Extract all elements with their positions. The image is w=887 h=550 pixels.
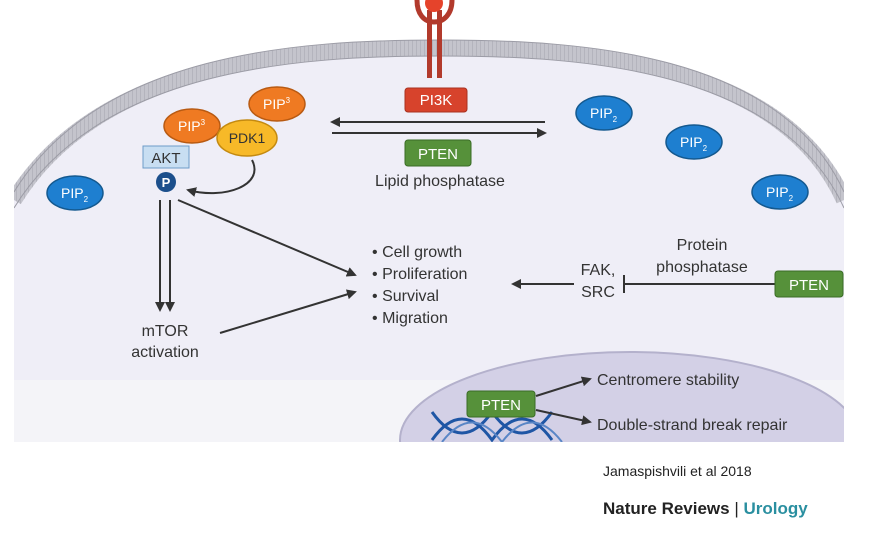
- pip2-sub: 2: [613, 115, 618, 124]
- journal-name: Nature Reviews: [603, 499, 730, 518]
- nucleus: [399, 351, 844, 442]
- pip2-sub: 2: [789, 194, 794, 203]
- mtor-line1: mTOR: [142, 323, 189, 340]
- phosphate-circle: P: [156, 172, 176, 192]
- pdk1-label: PDK1: [229, 130, 266, 146]
- pi3k-box: PI3K: [404, 87, 468, 113]
- pip2-molecule: PIP2: [575, 95, 633, 131]
- outcome-item: Migration: [382, 310, 448, 327]
- pip2-sub: 2: [84, 195, 89, 204]
- akt-label: AKT: [151, 150, 180, 167]
- arrow-pdk1-to-akt: [186, 159, 256, 197]
- outcome-bullet: •: [372, 244, 378, 261]
- svg-text:PIP2: PIP2: [680, 134, 708, 153]
- pip2-text: PIP: [766, 184, 789, 200]
- pten-lipid-label: PTEN: [418, 146, 458, 163]
- receptor: [414, 0, 455, 78]
- pip2-molecule: PIP2: [665, 124, 723, 160]
- phosphatase-label: phosphatase: [656, 259, 748, 276]
- centromere-stability-label: Centromere stability: [597, 372, 739, 389]
- pip3-sub: 3: [201, 118, 206, 127]
- akt-box: AKT: [142, 145, 190, 169]
- pip2-molecule: PIP2: [751, 174, 809, 210]
- pip3-sub: 3: [286, 96, 291, 105]
- svg-text:PIP2: PIP2: [590, 105, 618, 124]
- pip3-molecule: PIP3: [163, 108, 221, 144]
- outcome-item: Survival: [382, 288, 439, 305]
- svg-text:PIP3: PIP3: [263, 96, 291, 112]
- outcome-item: Cell growth: [382, 244, 462, 261]
- svg-text:PIP2: PIP2: [61, 185, 89, 204]
- lipid-phosphatase-label: Lipid phosphatase: [375, 173, 505, 190]
- svg-text:Nature Reviews | Urolo: Nature Reviews | Urology: [603, 499, 808, 518]
- src-label: SRC: [581, 284, 615, 301]
- pip2-text: PIP: [680, 134, 703, 150]
- pten-protein-box: PTEN: [774, 270, 844, 298]
- outcome-bullet: •: [372, 310, 378, 327]
- journal-separator: |: [734, 499, 738, 518]
- pip3-text: PIP: [263, 96, 286, 112]
- outcomes-list: • Cell growth • Proliferation • Survival…: [372, 244, 467, 327]
- outcome-bullet: •: [372, 288, 378, 305]
- dsb-repair-label: Double-strand break repair: [597, 417, 788, 434]
- pip3-text: PIP: [178, 118, 201, 134]
- svg-text:• Migration: • Migration: [372, 310, 448, 327]
- pten-lipid-box: PTEN: [404, 139, 472, 167]
- pten-nuclear-label: PTEN: [481, 397, 521, 414]
- svg-text:• Survival: • Survival: [372, 288, 439, 305]
- citation: Jamaspishvili et al 2018: [603, 463, 752, 479]
- pip2-sub: 2: [703, 144, 708, 153]
- protein-label: Protein: [677, 237, 728, 254]
- phosphate-label: P: [162, 175, 171, 190]
- svg-text:• Proliferation: • Proliferation: [372, 266, 467, 283]
- pten-nuclear-box: PTEN: [466, 390, 536, 418]
- svg-text:PIP3: PIP3: [178, 118, 206, 134]
- pip2-molecule: PIP2: [46, 175, 104, 211]
- pip3-molecule: PIP3: [248, 86, 306, 122]
- pten-protein-label: PTEN: [789, 277, 829, 294]
- svg-text:• Cell growth: • Cell growth: [372, 244, 462, 261]
- journal-field: Urology: [744, 499, 809, 518]
- pip2-text: PIP: [590, 105, 613, 121]
- arrow-pten-to-dsb: [535, 409, 592, 426]
- pip2-text: PIP: [61, 185, 84, 201]
- svg-text:PIP2: PIP2: [766, 184, 794, 203]
- fak-label: FAK,: [581, 262, 616, 279]
- arrow-pten-to-centromere: [535, 376, 592, 397]
- outcome-bullet: •: [372, 266, 378, 283]
- mtor-line2: activation: [131, 344, 199, 361]
- pdk1-molecule: PDK1: [216, 119, 278, 157]
- outcome-item: Proliferation: [382, 266, 467, 283]
- pi3k-label: PI3K: [420, 92, 453, 109]
- arrow-mtor-to-outcomes: [219, 289, 357, 334]
- arrow-akt-to-outcomes: [177, 199, 357, 277]
